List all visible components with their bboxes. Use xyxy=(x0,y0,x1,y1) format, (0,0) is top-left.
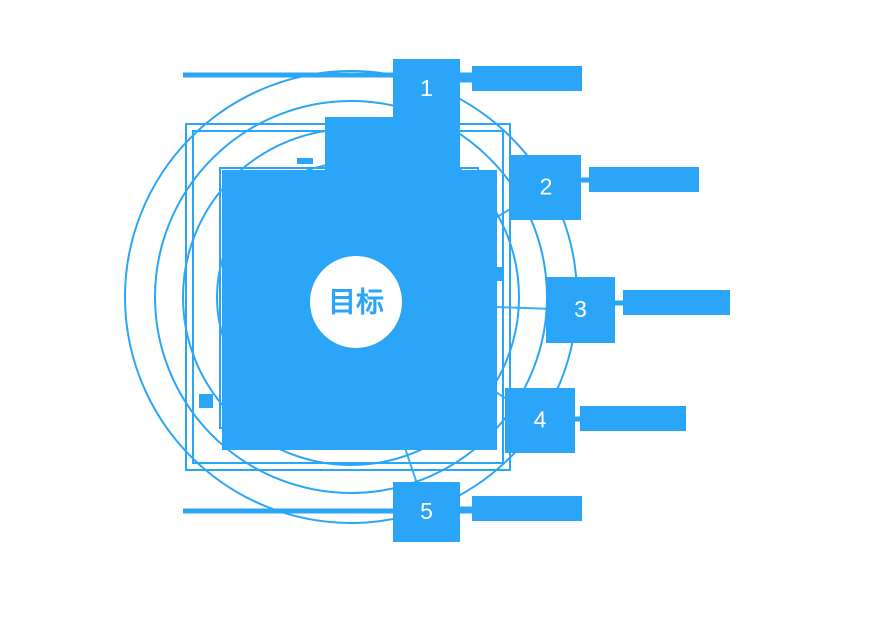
step-label-bar-2[interactable] xyxy=(589,167,699,192)
step-number-4: 4 xyxy=(534,407,547,433)
step-number-3: 3 xyxy=(574,296,587,322)
step-number-1: 1 xyxy=(420,75,433,101)
step-badge-2[interactable] xyxy=(511,155,581,220)
step-badge-5[interactable] xyxy=(393,482,460,542)
step-number-2: 2 xyxy=(540,174,553,200)
step-number-5: 5 xyxy=(420,498,433,524)
step-label-bar-4[interactable] xyxy=(580,406,686,431)
step-badge-4[interactable] xyxy=(505,388,575,453)
tick-mark-2 xyxy=(199,394,213,408)
tick-mark-1 xyxy=(297,158,313,164)
step-label-bar-3[interactable] xyxy=(623,290,730,315)
center-target-disc[interactable] xyxy=(310,256,402,348)
step-label-bar-1[interactable] xyxy=(472,66,582,91)
step-badge-1[interactable] xyxy=(393,59,460,119)
center-target-label: 目标 xyxy=(328,286,384,317)
center-top-block xyxy=(325,117,460,177)
step-label-bar-5[interactable] xyxy=(472,496,582,521)
step-badge-3[interactable] xyxy=(546,277,615,343)
